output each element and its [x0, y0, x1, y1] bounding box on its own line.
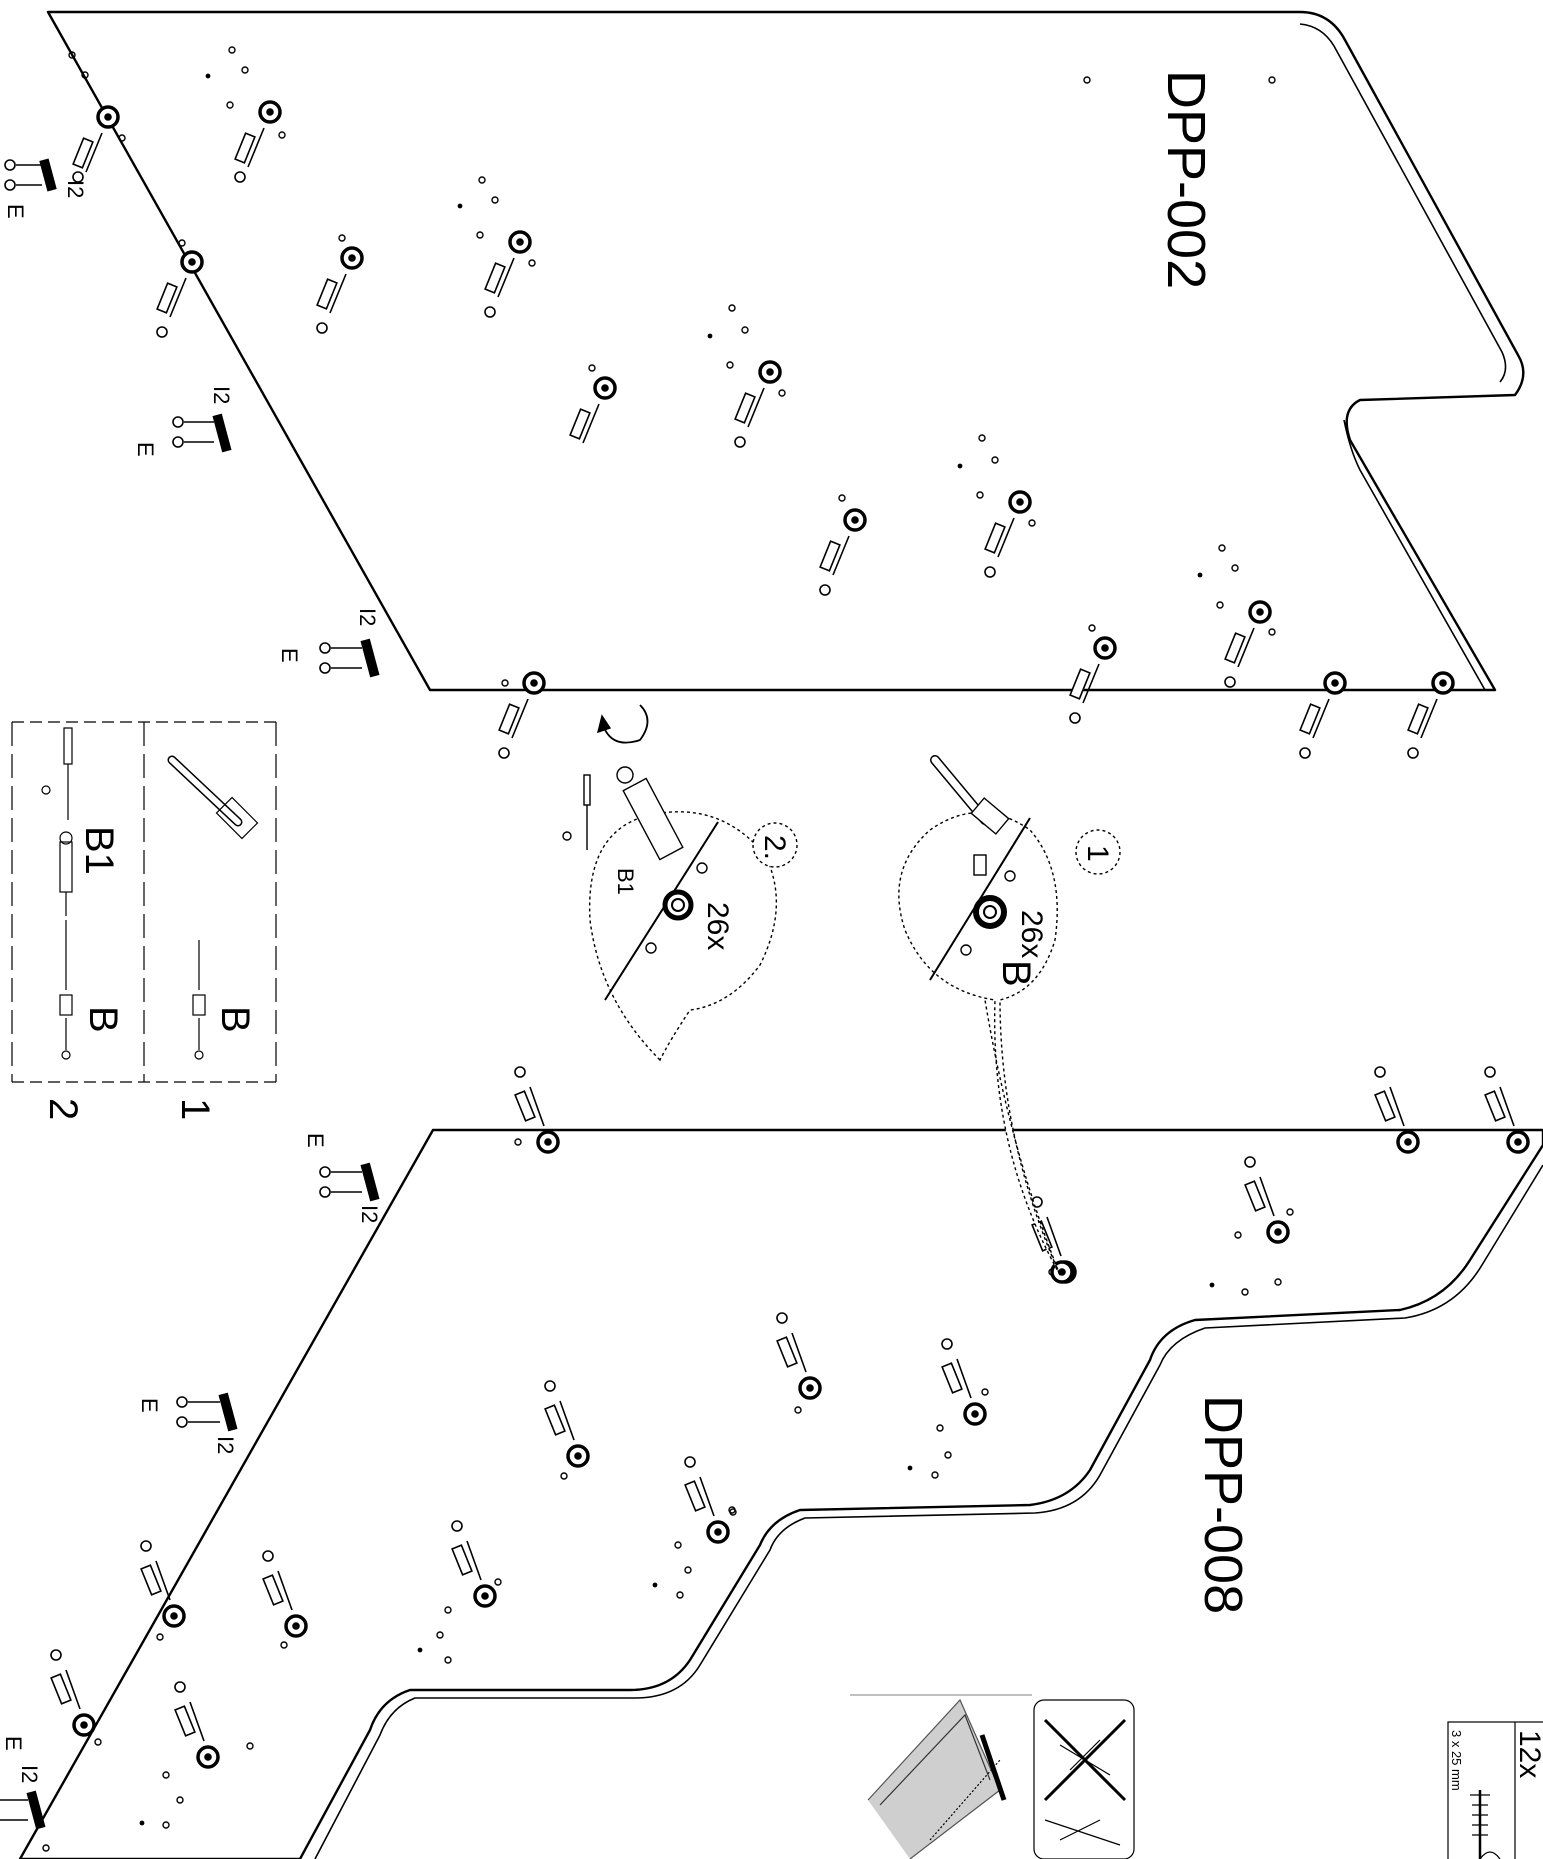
label-i2-5: I2 [213, 1436, 238, 1454]
label-i2-3: I2 [355, 608, 380, 626]
label-e-2: E [133, 442, 158, 457]
cam-bolt-icons-top [72, 100, 1455, 759]
legend-part-b-row1: B [213, 1006, 257, 1033]
hole-markers-top [68, 46, 1276, 687]
step1-bubble [898, 755, 1121, 1276]
step1-part: B [994, 960, 1038, 987]
label-i2-4: I2 [357, 1205, 382, 1223]
connector-callout-3 [319, 638, 380, 678]
screw-box [1447, 1721, 1543, 1859]
screw-count: 12x [1513, 1730, 1543, 1778]
label-e-6: E [1, 1736, 26, 1751]
floor-protection-illustration [850, 1694, 1135, 1859]
legend-part-b-row2: B [81, 1006, 125, 1033]
label-e-1: E [3, 204, 28, 219]
connector-callout-5 [176, 1392, 238, 1432]
panel-dpp-008 [18, 1128, 1543, 1859]
legend-step-2: 2 [41, 1098, 85, 1120]
label-i2-2: I2 [209, 386, 234, 404]
step1-count: 26x [1015, 910, 1048, 958]
legend-step-1: 1 [173, 1098, 217, 1120]
step2-bubble [562, 704, 798, 1062]
connector-callout-1 [4, 158, 57, 192]
legend-box [11, 721, 277, 1083]
label-e-5: E [137, 1398, 162, 1413]
step1-bubble-number: 1 [1081, 845, 1114, 862]
hole-markers-bottom [42, 1138, 1294, 1852]
panel-label-top: DPP-002 [1156, 70, 1216, 289]
label-e-4: E [303, 1133, 328, 1148]
screw-size: 3 x 25 mm [1449, 1730, 1464, 1791]
label-e-3: E [277, 648, 302, 663]
hole-dots-top [205, 73, 1203, 578]
label-i2-1: I2 [63, 180, 88, 198]
step2-count: 26x [701, 902, 734, 950]
connector-callout-6 [0, 1790, 46, 1830]
step2-number: 2. [758, 835, 791, 860]
hole-dots-bottom [139, 1282, 1215, 1826]
connector-callout-4 [319, 1162, 380, 1202]
label-i2-6: I2 [17, 1765, 42, 1783]
cam-bolt-icons-bottom [50, 1066, 1530, 1769]
panel-dpp-002 [46, 10, 1525, 692]
step2-part: B1 [613, 868, 638, 895]
connector-callout-2 [172, 413, 232, 453]
legend-part-b1: B1 [77, 826, 121, 875]
panel-label-bottom: DPP-008 [1193, 1395, 1253, 1614]
